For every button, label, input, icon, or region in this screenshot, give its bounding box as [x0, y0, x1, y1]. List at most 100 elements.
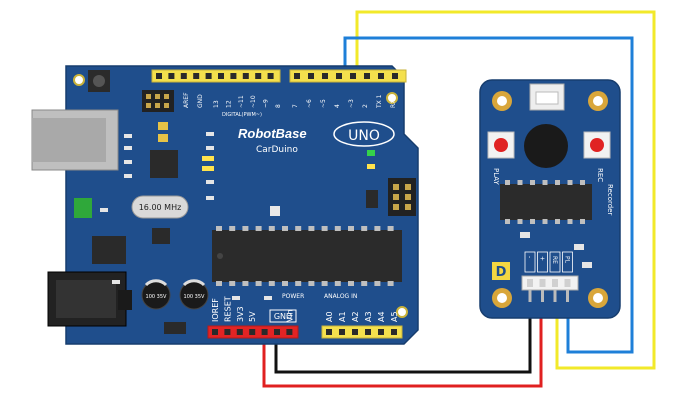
module-pin-header	[521, 275, 579, 291]
header-hole	[249, 329, 256, 335]
header-hole	[236, 329, 243, 335]
chip-pin	[348, 281, 354, 286]
analog-header	[321, 325, 403, 339]
model-label: CarDuino	[256, 145, 298, 155]
black-wire	[274, 300, 532, 374]
play-label: PLAY	[492, 168, 500, 186]
cap2-label: 100 35V	[184, 294, 205, 300]
module-smd	[582, 262, 592, 268]
usb-chip	[150, 150, 178, 178]
module-holes	[492, 91, 608, 308]
module-smd	[520, 232, 530, 238]
digital-pin-label: 7	[292, 104, 299, 108]
small-chip	[152, 228, 170, 244]
digital-pin-label: 12	[225, 100, 232, 108]
icsp-header-right	[388, 178, 416, 216]
digital-pin-label: 4	[334, 104, 341, 108]
led-rx	[367, 164, 375, 169]
header-hole	[224, 329, 231, 335]
header-hole	[392, 73, 398, 79]
icsp-header-top	[142, 90, 174, 112]
regulator	[92, 236, 126, 264]
header-hole	[378, 73, 384, 79]
play-button	[487, 131, 515, 159]
digital-pin-label: ~10	[250, 95, 257, 108]
chip-pin	[268, 226, 275, 231]
small-cap	[158, 122, 168, 130]
header-hole	[168, 73, 175, 79]
capacitor-1	[141, 279, 171, 310]
aref-label: AREF	[183, 92, 190, 108]
module-pin-label: RE	[551, 256, 558, 264]
header-hole	[274, 329, 280, 335]
module-chip	[500, 180, 592, 224]
chip-pin	[242, 281, 249, 286]
chip-pin	[374, 281, 381, 286]
chip-pin	[361, 281, 368, 286]
chip-pin	[321, 281, 328, 286]
brand-label: RobotBase	[238, 126, 307, 141]
chip-pin	[580, 180, 585, 185]
chip-pin	[216, 281, 222, 286]
module-pin-labels: - + RE PL	[524, 251, 573, 273]
diode	[164, 322, 186, 334]
chip-pin	[321, 226, 328, 231]
power-pin-label: Vin	[285, 309, 294, 322]
rec-label: REC	[596, 168, 604, 182]
chip-pin	[555, 219, 560, 224]
digital-pin-label: ~5	[320, 99, 327, 108]
digital-pin-label: TX 1	[376, 94, 383, 109]
header-hole	[326, 329, 332, 335]
power-pin-label: RESET	[223, 296, 232, 322]
small-cap	[158, 134, 168, 142]
chip-pin	[282, 281, 288, 286]
led-l	[202, 156, 214, 161]
chip-pin	[308, 226, 315, 231]
chip-pin	[505, 219, 510, 224]
crystal	[131, 195, 189, 219]
chip-pin	[268, 281, 275, 286]
blue-wire	[343, 36, 634, 354]
header-hole	[336, 73, 342, 79]
module-pin-label: +	[539, 256, 546, 261]
digital-pin-label: 13	[213, 100, 220, 108]
chip-pin	[542, 219, 548, 224]
analog-label: ANALOG IN	[324, 293, 357, 300]
module-pin-label-box	[549, 251, 561, 273]
module-pin	[552, 279, 558, 287]
chip-pin	[387, 281, 394, 286]
header-hole	[193, 73, 200, 79]
module-pin-label: -	[526, 256, 533, 258]
chip-pin	[517, 180, 523, 185]
analog-pin-label: A5	[390, 311, 399, 322]
analog-pin-label: A4	[377, 311, 386, 322]
digital-pin-label: ~6	[306, 99, 313, 108]
chip-pin	[567, 180, 573, 185]
header-hole	[350, 73, 356, 79]
power-pin-label: 5V	[248, 311, 257, 322]
power-pin-label: IOREF	[211, 298, 220, 322]
usb-inner	[32, 118, 106, 162]
uno-badge-outline	[333, 121, 395, 147]
digital-pin-label: 2	[362, 104, 369, 108]
digital-pin-label: 8	[275, 104, 282, 108]
rec-button	[583, 131, 611, 159]
header-hole	[261, 329, 268, 335]
header-hole	[255, 73, 262, 79]
module-pin-leg	[528, 290, 532, 302]
header-hole	[364, 73, 370, 79]
chip-pin	[295, 281, 302, 286]
header-hole	[365, 329, 371, 335]
header-hole	[242, 73, 249, 79]
module-pin-label: PL	[564, 256, 571, 264]
module-logo-box	[492, 262, 510, 280]
chip-pin	[555, 180, 560, 185]
digital-pin-label: ~3	[348, 99, 355, 108]
crystal-label: 16.00 MHz	[139, 203, 182, 212]
wires	[262, 10, 656, 388]
chip-pin	[334, 226, 341, 231]
gnd-top-label: GND	[197, 94, 204, 108]
mount-hole	[396, 306, 408, 318]
